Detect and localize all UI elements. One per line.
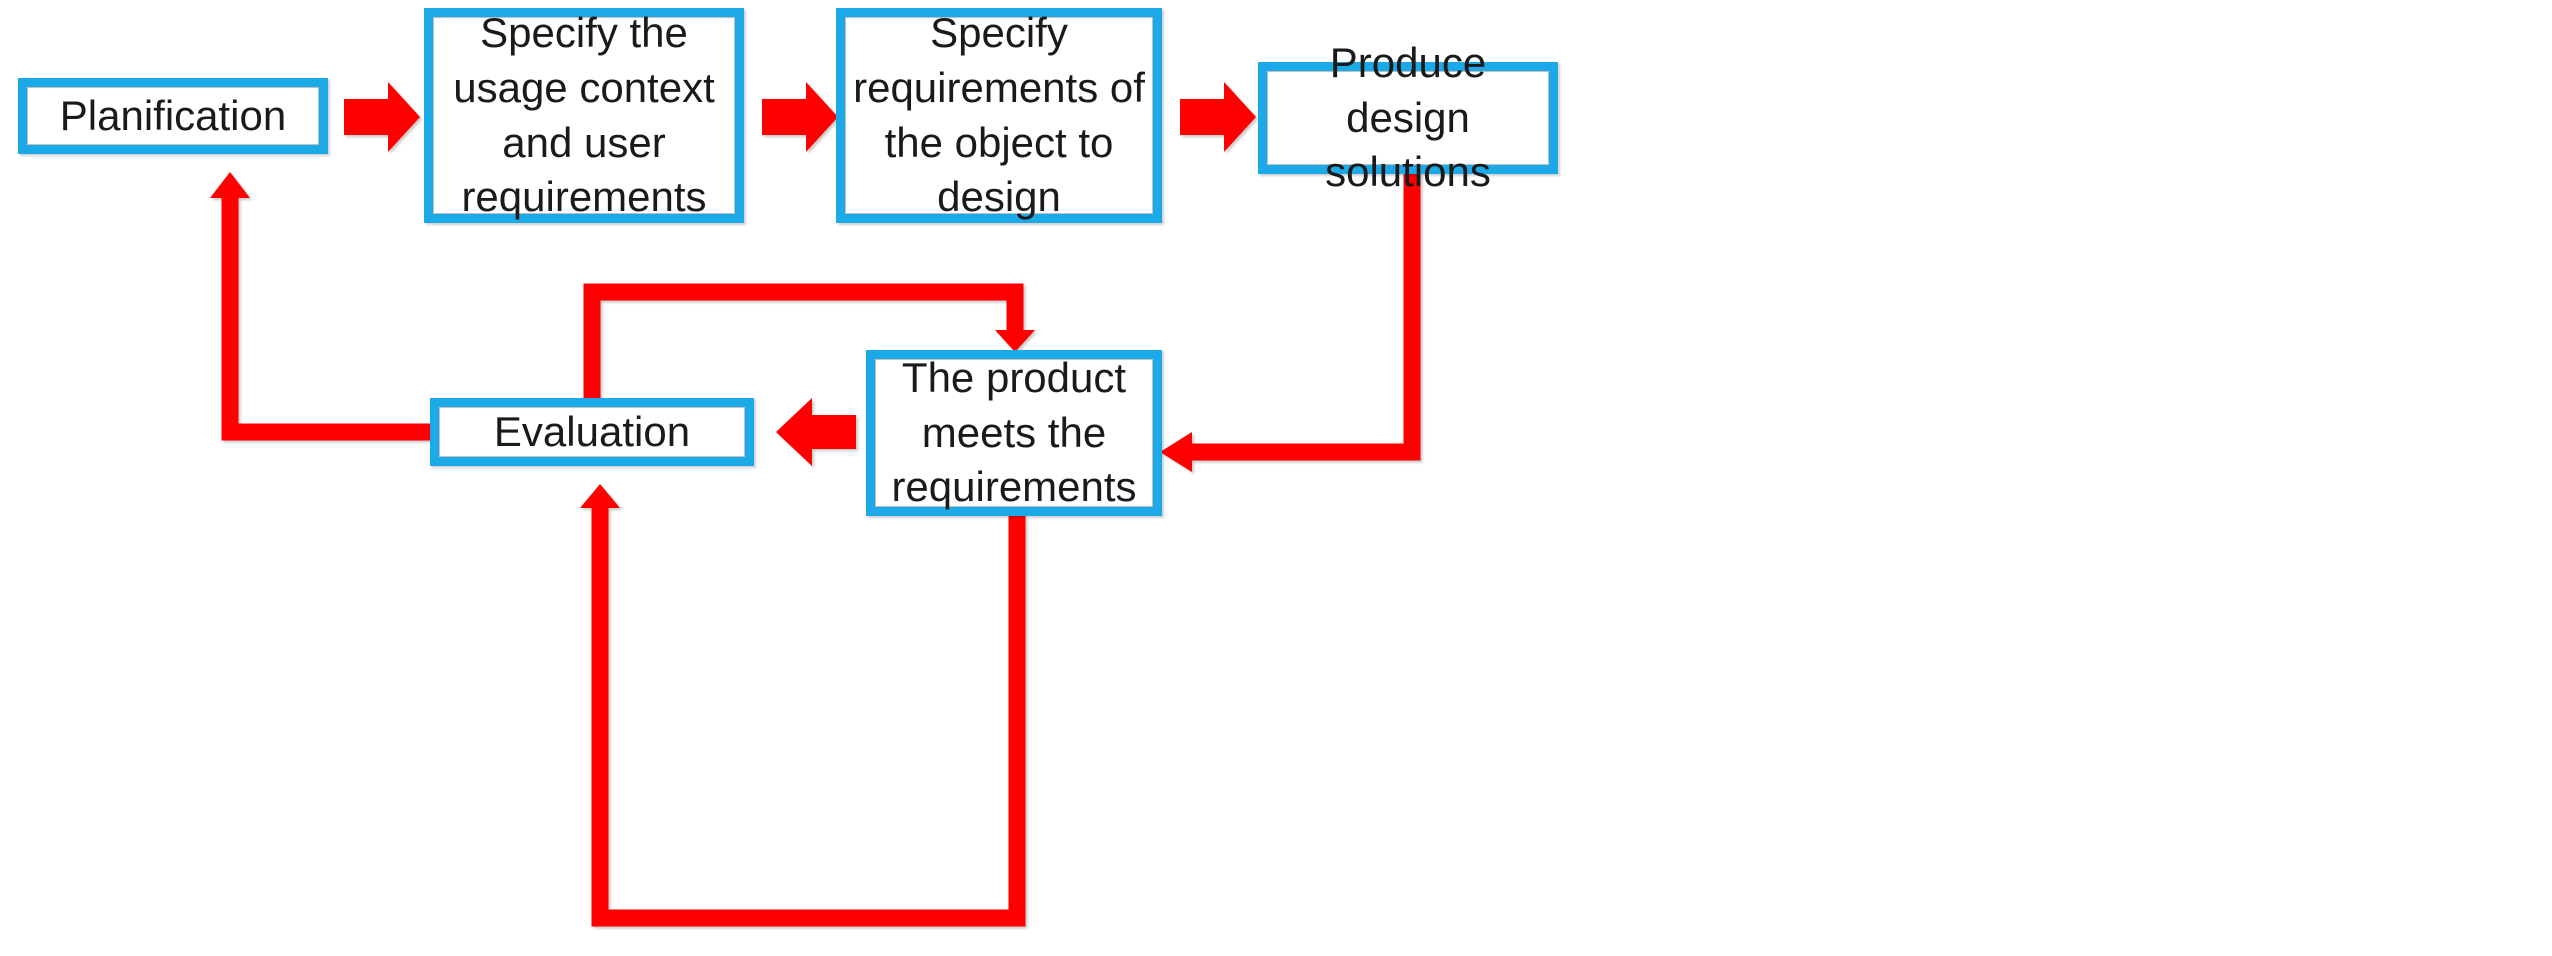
node-produce-design-solutions-label: Produce design solutions: [1325, 39, 1491, 196]
node-produce-design-solutions[interactable]: Produce design solutions: [1258, 39, 1558, 195]
node-planification[interactable]: Planification: [18, 78, 328, 154]
edge-design-solutions-to-product-meets: [1160, 172, 1421, 472]
edge-product-meets-to-evaluation: [776, 398, 856, 466]
node-specify-object-requirements[interactable]: Specify requirements of the object to de…: [836, 8, 1162, 223]
edge-evaluation-to-product-meets: [583, 283, 1035, 398]
node-specify-usage-context[interactable]: Specify the usage context and user requi…: [424, 8, 744, 223]
node-planification-label: Planification: [59, 91, 287, 139]
edge-usage-context-to-object-reqs: [762, 82, 838, 152]
edge-evaluation-to-planification: [210, 172, 430, 441]
node-specify-usage-context-label: Specify the usage context and user requi…: [453, 9, 715, 221]
node-product-meets-requirements[interactable]: The product meets the requirements: [866, 350, 1162, 516]
node-product-meets-requirements-label: The product meets the requirements: [891, 354, 1137, 511]
edge-object-reqs-to-design-solutions: [1180, 82, 1256, 152]
node-evaluation-label: Evaluation: [493, 407, 691, 455]
edge-planification-to-usage-context: [344, 82, 420, 152]
edge-product-meets-to-evaluation-loop: [580, 484, 1026, 927]
node-evaluation[interactable]: Evaluation: [430, 398, 754, 466]
node-specify-object-requirements-label: Specify requirements of the object to de…: [853, 9, 1145, 221]
